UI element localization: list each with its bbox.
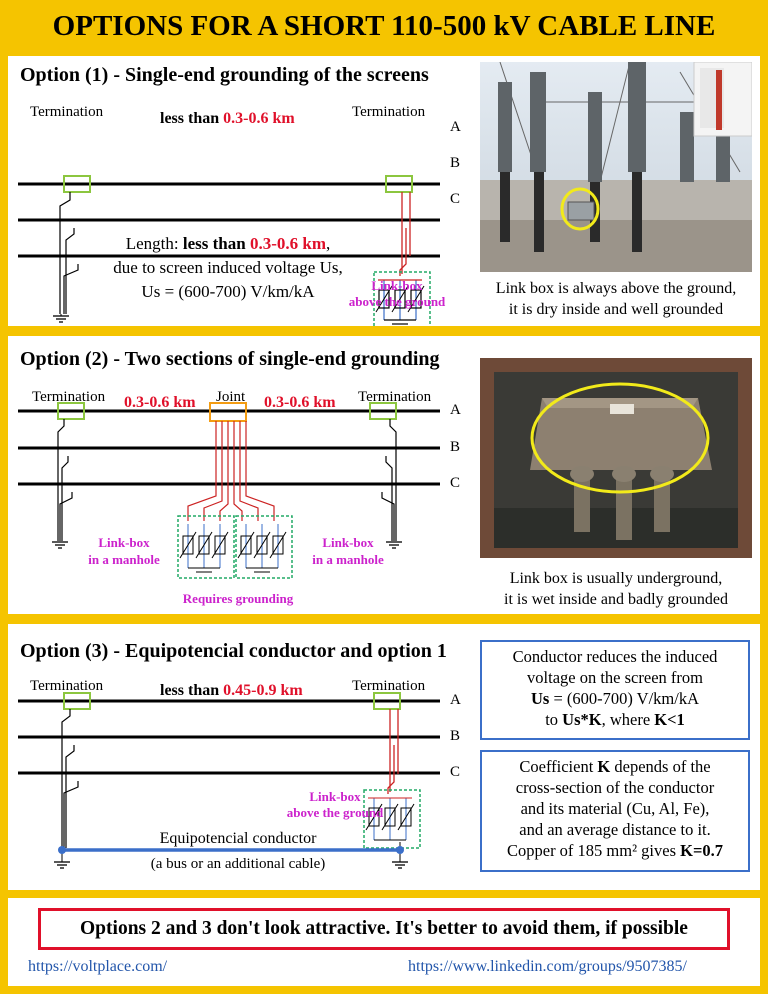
ground-symbol-left [52,541,68,549]
note-bold: less than [182,234,250,253]
option1-title: Option (1) - Single-end grounding of the… [20,64,429,86]
linkbox-right-line1: Link-box [322,535,374,550]
option2-diagram [18,402,440,579]
box2-line2: cross-section of the conductor [515,778,715,797]
option3-termination-left: Termination [30,678,104,694]
box1-usk: Us*K [562,710,602,729]
option2-phase-b: B [450,439,461,455]
option3-length-prefix: less than [160,682,224,699]
caption-line2: it is wet inside and badly grounded [504,591,728,608]
option1-length-prefix: less than [160,110,224,127]
linkbox-left [177,515,235,579]
linkbox-right-line2: in a manhole [312,552,384,567]
box2-pre: Coefficient [519,757,598,776]
option1-termination-left: Termination [30,104,104,120]
option1-note: Length: less than 0.3-0.6 km, due to scr… [98,232,358,304]
note-prefix: Length: [125,234,183,253]
ground-symbol-right [392,861,408,869]
box1-where: , where [601,710,655,729]
linkbox-label-line2: above the ground [286,805,384,820]
box2-line5: Copper of 185 mm² gives [506,841,681,860]
option3-phase-a: A [450,692,461,708]
option1-photo-caption: Link box is always above the ground, it … [480,278,752,320]
option2-section-left: 0.3-0.6 km [124,394,196,411]
option3-length-value: 0.45-0.9 km [223,682,303,699]
option2-section-right: 0.3-0.6 km [264,394,336,411]
caption-line2: it is dry inside and well grounded [508,301,724,318]
option2-termination-left: Termination [32,389,106,405]
box1-line3: = (600-700) V/km/kA [549,689,700,708]
box1-us: Us [530,689,550,708]
option2-phase-c: C [450,475,461,491]
caption-line1: Link box is usually underground, [509,570,723,587]
option2-requires-grounding: Requires grounding [182,591,294,606]
option3-phase-c: C [450,764,461,780]
link-linkedin[interactable]: https://www.linkedin.com/groups/9507385/ [408,958,687,975]
option2-photo-caption: Link box is usually underground, it is w… [480,568,752,610]
linkbox-left-line2: in a manhole [88,552,160,567]
option2-title: Option (2) - Two sections of single-end … [20,348,440,370]
photo-linkbox-substation [480,62,752,272]
option3-conductor-label: Equipotencial conductor [159,830,317,847]
linkbox-option3 [363,789,421,849]
termination-right-box [369,402,397,420]
option3-termination-right: Termination [352,678,426,694]
linkbox-label-line2: above the ground [348,294,446,309]
photo-linkbox-manhole [480,358,752,558]
option2-linkbox-right-label: Link-box in a manhole [298,534,398,568]
termination-right-box [385,175,413,193]
box1-to: to [545,710,563,729]
page-title: OPTIONS FOR A SHORT 110-500 kV CABLE LIN… [52,9,716,42]
option1-length-label: less than 0.3-0.6 km [160,110,295,128]
termination-right-box [373,692,401,710]
option1-phase-b: B [450,155,461,171]
option3-phase-b: B [450,728,461,744]
linkbox-label-line1: Link-box [371,278,423,293]
option3-title: Option (3) - Equipotencial conductor and… [20,640,447,662]
option2-panel: Option (2) - Two sections of single-end … [8,336,760,614]
option1-panel: Option (1) - Single-end grounding of the… [8,56,760,326]
linkbox-option1 [373,271,431,326]
termination-left-box [63,692,91,710]
box2-post: depends of the [610,757,711,776]
option3-length-label: less than 0.45-0.9 km [160,682,303,700]
option1-termination-right: Termination [352,104,426,120]
termination-left-box [57,402,85,420]
box2-k-value: K=0.7 [680,841,723,860]
box2-line4: and an average distance to it. [519,820,711,839]
ground-symbol-left [53,315,69,323]
box1-k: K<1 [654,710,685,729]
option3-conductor-sublabel: (a bus or an additional cable) [150,856,326,872]
termination-left-box [63,175,91,193]
info-box-coefficient: Coefficient K depends of the cross-secti… [480,750,750,872]
note-line3: Us = (600-700) V/km/kA [141,282,315,301]
note-red: 0.3-0.6 km [249,234,326,253]
option1-length-value: 0.3-0.6 km [223,110,295,127]
box2-line3: and its material (Cu, Al, Fe), [520,799,710,818]
ground-symbol-right [386,541,402,549]
option3-diagram [18,692,440,869]
option1-diagram [18,175,440,326]
note-suffix: , [326,234,331,253]
info-box-induced-voltage: Conductor reduces the induced voltage on… [480,640,750,740]
option2-phase-a: A [450,402,461,418]
link-voltplace[interactable]: https://voltplace.com/ [28,958,168,975]
linkbox-left-line1: Link-box [98,535,150,550]
option3-panel: Option (3) - Equipotencial conductor and… [8,624,760,890]
option2-termination-right: Termination [358,389,432,405]
option1-linkbox-label: Link-box above the ground [332,278,462,310]
linkbox-label-line1: Link-box [309,789,361,804]
box2-k: K [597,757,611,776]
box1-line1: Conductor reduces the induced [512,647,718,666]
caption-line1: Link box is always above the ground, [495,280,737,297]
option1-phase-a: A [450,119,461,135]
option2-linkbox-left-label: Link-box in a manhole [74,534,174,568]
option1-phase-c: C [450,191,461,207]
box1-line2: voltage on the screen from [527,668,703,687]
conclusion-banner: Options 2 and 3 don't look attractive. I… [38,908,730,950]
option2-joint-label: Joint [216,389,246,405]
note-line2: due to screen induced voltage Us, [113,258,343,277]
linkbox-right [235,515,293,579]
option3-linkbox-label: Link-box above the ground [270,789,400,821]
